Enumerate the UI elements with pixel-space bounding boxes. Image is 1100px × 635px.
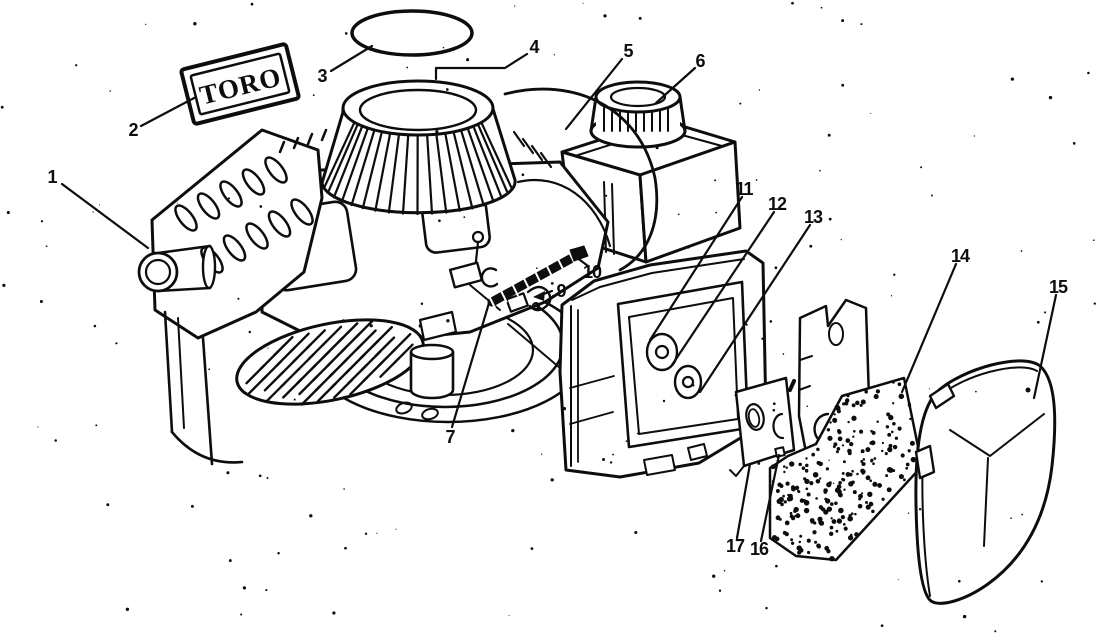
callout-4: 4: [529, 37, 539, 57]
callout-12: 12: [767, 194, 787, 214]
leader-lines: [60, 44, 1058, 543]
carburetor-bowl: [395, 343, 455, 421]
callout-15: 15: [1048, 277, 1068, 297]
toro-decal: TORO: [179, 42, 301, 126]
air-cleaner-cover: [914, 359, 1057, 605]
air-intake-cone: [320, 79, 517, 216]
fuel-cap: [589, 80, 687, 149]
callout-13: 13: [803, 207, 823, 227]
blower-housing: [503, 87, 659, 272]
callout-14: 14: [950, 246, 970, 266]
rear-shroud: [150, 128, 328, 466]
callout-16: 16: [749, 539, 769, 559]
primer-bulb: [137, 244, 217, 293]
gasket-ring: [350, 9, 474, 57]
callout-5: 5: [623, 41, 633, 61]
callout-11: 11: [735, 179, 753, 199]
callout-3: 3: [317, 66, 327, 86]
throttle-clip: [526, 285, 552, 312]
engine-assembly: [137, 79, 659, 466]
mounting-bolt: [487, 245, 589, 309]
carb-gasket: [729, 376, 796, 477]
recoil-pulley: [235, 318, 425, 406]
air-cleaner-housing: [558, 249, 768, 479]
callout-7: 7: [445, 427, 455, 447]
callout-2: 2: [128, 120, 138, 140]
callout-10: 10: [582, 262, 602, 282]
callout-6: 6: [695, 51, 705, 71]
foam-filter-element: [768, 376, 924, 562]
callout-17: 17: [725, 536, 745, 556]
callout-9: 9: [556, 281, 566, 301]
callout-1: 1: [47, 167, 57, 187]
